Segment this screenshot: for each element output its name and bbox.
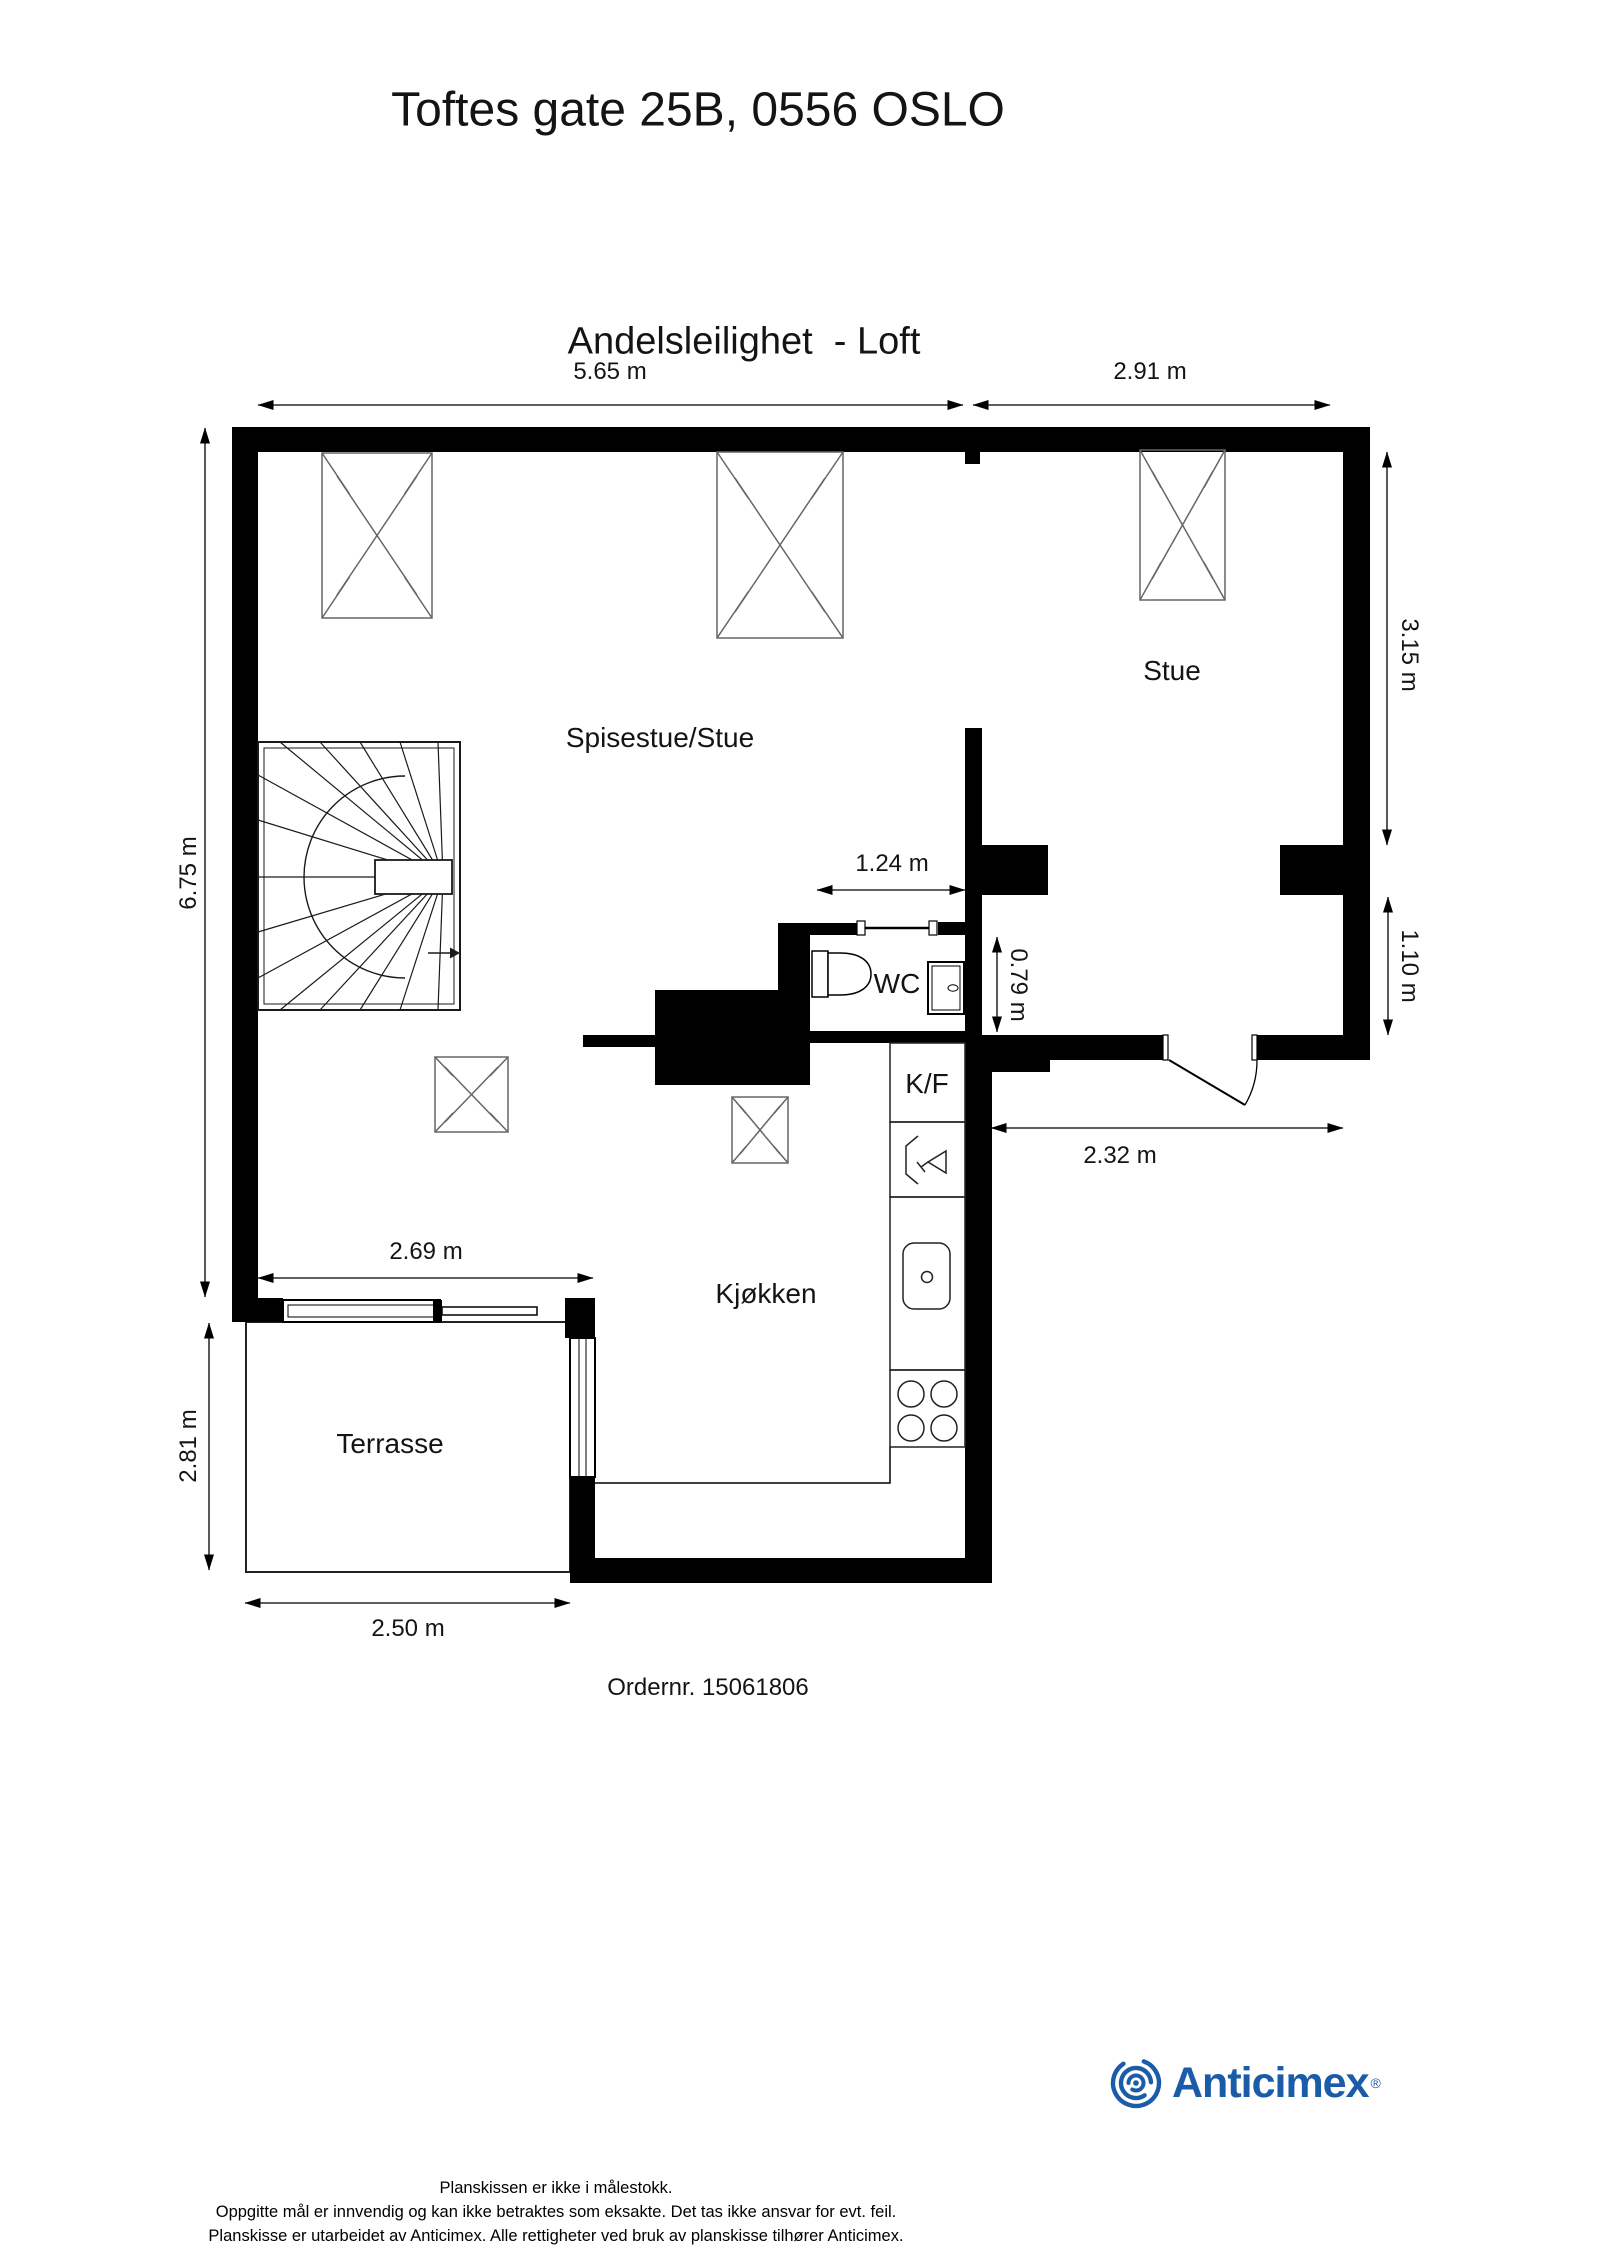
wall-below-terrace-window <box>570 1477 595 1562</box>
wc-sink-tap-icon <box>947 984 959 992</box>
kitchen-sink-icon <box>902 1242 951 1310</box>
skylight-top-middle <box>716 451 844 639</box>
stove-cabinet <box>889 1369 966 1448</box>
wall-tab-top <box>965 452 980 464</box>
burner-icon <box>930 1380 958 1408</box>
walls <box>232 427 1370 1583</box>
dim-label-entry-width: 2.32 m <box>1083 1142 1157 1169</box>
dim-label-left-side: 6.75 m <box>175 836 202 910</box>
skylight-stue <box>1139 449 1226 601</box>
sink-cabinet <box>889 1196 966 1371</box>
room-label-fridge: K/F <box>905 1068 949 1099</box>
stairs-landing <box>374 859 453 895</box>
wall-terrace-block <box>565 1298 595 1338</box>
kitchen-counter <box>889 1042 966 1448</box>
spiral-staircase <box>257 741 461 1011</box>
toilet-bowl-icon <box>827 952 872 996</box>
anticimex-logo: Anticimex® <box>1108 2054 1381 2112</box>
wall-arm <box>583 1035 655 1047</box>
entry-door-jamb-left <box>1162 1034 1169 1061</box>
dim-label-top-left: 5.65 m <box>573 358 647 385</box>
wc-sliding-door-cap-right <box>928 920 938 936</box>
burner-icon <box>930 1414 958 1442</box>
registered-trademark-icon: ® <box>1370 2075 1381 2091</box>
terrace-openings <box>282 1299 596 1478</box>
wall-hall-bottom-left <box>965 1035 1168 1060</box>
stairs-inner-outline <box>263 747 455 1005</box>
wall-divider <box>965 728 982 1060</box>
wall-terrace-corner <box>232 1298 283 1322</box>
wall-stub-middle <box>982 845 1048 895</box>
entry-door-leaf <box>1168 1059 1246 1106</box>
wall-right <box>1343 427 1370 1060</box>
order-number: Ordernr. 15061806 <box>607 1674 809 1701</box>
anticimex-logo-icon <box>1110 2057 1162 2109</box>
wall-kitchen-bottom <box>570 1558 992 1583</box>
dim-label-wc-width: 1.24 m <box>855 850 929 877</box>
entry-door-jamb-right <box>1251 1034 1258 1061</box>
wall-wc-top-left <box>810 923 863 935</box>
room-label-terrace: Terrasse <box>336 1428 444 1459</box>
wc-fixtures <box>811 950 965 1015</box>
room-label-living: Stue <box>1143 655 1201 686</box>
terrace-window-divider <box>433 1300 442 1322</box>
terrace-side-window <box>569 1337 596 1478</box>
dim-label-top-right: 2.91 m <box>1113 358 1187 385</box>
entry-door <box>1162 1034 1258 1106</box>
entry-door-swing <box>1244 1059 1258 1106</box>
dishwasher-cabinet <box>889 1121 966 1198</box>
burner-icon <box>897 1380 925 1408</box>
wc-sliding-door <box>856 920 938 936</box>
glass-icon-base <box>916 1161 926 1173</box>
skylights <box>321 449 1226 1164</box>
footer-line-3: Planskisse er utarbeidet av Anticimex. A… <box>208 2227 904 2245</box>
plan-subtitle: Andelsleilighet - Loft <box>567 320 921 363</box>
dim-label-terrace-bottom: 2.50 m <box>371 1615 445 1642</box>
dim-label-wc-depth: 0.79 m <box>1005 948 1032 1022</box>
wall-stub-right <box>1280 845 1343 895</box>
skylight-kitchen <box>731 1096 789 1164</box>
wall-hall-step <box>983 1060 1050 1072</box>
terrace-window <box>282 1299 441 1323</box>
page-title: Toftes gate 25B, 0556 OSLO <box>391 83 1005 137</box>
room-label-kitchen: Kjøkken <box>715 1278 817 1309</box>
skylight-middle-left <box>434 1056 509 1133</box>
wall-wc-bottom <box>810 1031 965 1043</box>
footer-disclaimer: Planskissen er ikke i målestokk. Oppgitt… <box>208 2176 903 2248</box>
stairs-direction-arrow <box>450 947 460 959</box>
kitchen-floor-line <box>595 1447 891 1484</box>
footer-line-1: Planskissen er ikke i målestokk. <box>439 2179 673 2197</box>
dim-label-right-lower: 1.10 m <box>1396 929 1423 1003</box>
glass-icon-cup <box>926 1149 947 1175</box>
glass-icon-stem <box>920 1161 929 1168</box>
dim-label-right-upper: 3.15 m <box>1396 618 1423 692</box>
wall-left <box>232 427 258 1298</box>
stairs-curve <box>303 775 406 979</box>
room-label-dining-living: Spisestue/Stue <box>565 722 755 753</box>
toilet-tank-icon <box>811 950 829 998</box>
dimension-lines <box>200 400 1393 1608</box>
wall-chimney <box>655 990 810 1085</box>
wall-wc-top-right <box>938 922 965 935</box>
stairs-outline <box>257 741 461 1011</box>
wall-hall-bottom-right <box>1257 1035 1370 1060</box>
terrace-sliding-door-leaf <box>441 1306 538 1316</box>
skylight-top-left <box>321 452 433 619</box>
wc-sliding-door-cap-left <box>856 920 866 936</box>
dim-label-terrace-side: 2.81 m <box>175 1409 202 1483</box>
anticimex-logo-text: Anticimex <box>1172 2059 1370 2107</box>
wall-kitchen-right <box>965 1043 992 1583</box>
footer-line-2: Oppgitte mål er innvendig og kan ikke be… <box>215 2203 897 2221</box>
glass-icon-bracket <box>905 1135 919 1185</box>
dim-label-terrace-top: 2.69 m <box>389 1238 463 1265</box>
room-label-wc: WC <box>873 968 921 999</box>
burner-icon <box>897 1414 925 1442</box>
wall-top <box>232 427 1370 452</box>
kitchen-sink-drain <box>920 1270 934 1284</box>
